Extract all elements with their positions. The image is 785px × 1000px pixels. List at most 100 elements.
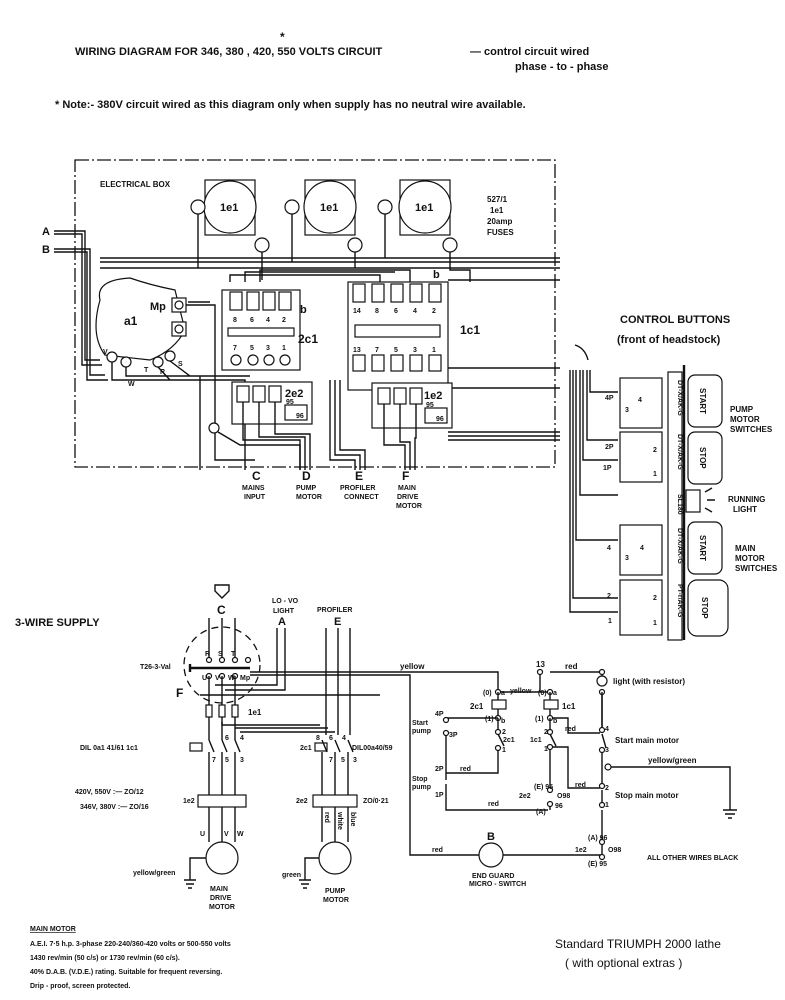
terminal-label: 4: [266, 317, 270, 324]
terminal-label: 5: [341, 757, 345, 764]
start-main-button[interactable]: START: [687, 521, 723, 575]
wire-label: 1: [653, 620, 657, 627]
electrical-box: ELECTRICAL BOX A B 1e1 1e1 1e1 527/1: [42, 159, 560, 510]
label-b: B: [487, 831, 495, 843]
terminal-label: T: [231, 651, 236, 658]
terminal-label: (A): [536, 809, 546, 816]
switch-mp-label: Mp: [150, 301, 166, 313]
profiler-label: PROFILER: [317, 607, 352, 614]
main-motor-icon: [205, 841, 239, 875]
group-label: SWITCHES: [730, 425, 773, 434]
switch-name: T26-3-Val: [140, 664, 171, 671]
contactor-pump-type: DIL00a40/59: [352, 745, 393, 752]
terminal-label: 6: [225, 735, 229, 742]
switch-type-labels: DT-X/AK-G DT-X/AK-G SL180 DT-X/AK-G PT-r…: [676, 380, 683, 618]
subtitle-line2: phase - to - phase: [515, 61, 609, 73]
motor-label: MOTOR: [209, 904, 235, 911]
terminal-label: 1: [432, 347, 436, 354]
subtitle-line1: — control circuit wired: [470, 46, 589, 58]
terminal-label: S: [178, 361, 183, 368]
terminal-label: Mp: [240, 675, 250, 682]
group-label: LIGHT: [733, 505, 757, 514]
terminal-label: 2: [282, 317, 286, 324]
motor-spec-line: A.E.I. 7·5 h.p. 3-phase 220-240/360-420 …: [30, 941, 231, 948]
terminal-label: 13: [353, 347, 361, 354]
start-pump-button[interactable]: START: [687, 374, 723, 428]
wire-label: 2P: [605, 444, 614, 451]
output-label: MOTOR: [296, 494, 322, 501]
power-schematic: 3-WIRE SUPPLY C LO - VO LIGHT A PROFILER…: [15, 584, 470, 911]
switch-type: PT-r/AK-G: [676, 584, 683, 618]
fuse-note: FUSES: [487, 228, 514, 237]
group-label: MAIN: [735, 544, 756, 553]
terminal-label: 3: [413, 347, 417, 354]
coil-label: 1c1: [562, 702, 576, 711]
wire-label: 4: [638, 397, 642, 404]
terminal-label: 2P: [435, 766, 444, 773]
terminal-label: S: [218, 651, 223, 658]
terminal-label: 95: [286, 399, 294, 406]
motor-spec-line: Drip - proof, screen protected.: [30, 983, 130, 990]
electrical-box-title: ELECTRICAL BOX: [100, 180, 171, 189]
switch-label: Stop: [412, 776, 428, 783]
terminal-label: (1): [485, 716, 494, 723]
terminal-label: 1: [282, 345, 286, 352]
contactor-2c1: 8 6 4 2 7 5 3 1: [221, 289, 301, 371]
overload-pump-type: ZO/0·21: [363, 798, 389, 805]
terminal-label: b: [501, 718, 505, 725]
motor-label: MOTOR: [323, 897, 349, 904]
fuse-label: 1e1: [248, 708, 262, 717]
output-label: INPUT: [244, 494, 266, 501]
motor-spec-title: MAIN MOTOR: [30, 926, 76, 933]
switch-label: Start: [412, 720, 429, 727]
terminal-label: (1): [535, 716, 544, 723]
output-e: E PROFILER CONNECT: [340, 469, 379, 501]
wire-color: red: [488, 801, 499, 808]
terminal-label: 1: [502, 747, 506, 754]
terminal-label: 5: [250, 345, 254, 352]
contactor-1c1-b: b: [433, 269, 440, 281]
switch-label: 1c1: [530, 737, 542, 744]
wire-labels: 4P 3 4 2P 2 1P 1 4 3 4 2 2 1 1: [603, 395, 657, 627]
terminal-label: W: [128, 381, 135, 388]
terminal-label: 2: [502, 729, 506, 736]
terminal-label: (0): [538, 690, 547, 697]
wire-color: red: [432, 847, 443, 854]
terminal-label: 5: [225, 757, 229, 764]
overload-label: 1e2: [575, 847, 587, 854]
output-letter: F: [402, 469, 409, 483]
contactor-1c1-label: 1c1: [460, 323, 480, 337]
switch-label: Start main motor: [615, 736, 679, 745]
output-c: C MAINS INPUT: [242, 469, 266, 501]
motor-label: DRIVE: [210, 895, 232, 902]
switch-a1-label: a1: [124, 314, 138, 328]
terminal-label: 3P: [449, 732, 458, 739]
stop-pump-button[interactable]: STOP: [687, 431, 723, 485]
wire-label: 1: [653, 471, 657, 478]
wire-color: red: [575, 782, 586, 789]
wire-label: 4: [607, 545, 611, 552]
header: * WIRING DIAGRAM FOR 346, 380 , 420, 550…: [55, 30, 609, 111]
output-label: DRIVE: [397, 494, 419, 501]
terminal-label: (0): [483, 690, 492, 697]
wire-color: red: [565, 662, 578, 671]
switch-a1: a1 Mp V W T R S: [95, 277, 187, 388]
terminal-label: (A) 96: [588, 835, 608, 842]
fuse-1e1-c: 1e1: [377, 179, 458, 253]
terminal-label: 4: [605, 726, 609, 733]
wire-color: red: [460, 766, 471, 773]
lovo-label: LO - VO: [272, 598, 299, 605]
terminal-label: V: [103, 349, 108, 356]
light-label: light (with resistor): [613, 677, 685, 686]
input-a-label: A: [42, 226, 50, 238]
stop-main-button[interactable]: STOP: [687, 579, 729, 637]
lathe-subtitle: ( with optional extras ): [565, 956, 682, 970]
terminal-label: 7: [375, 347, 379, 354]
terminal-label: 1P: [435, 792, 444, 799]
switch-type: DT-X/AK-G: [676, 380, 683, 416]
label-f: F: [176, 686, 183, 700]
running-light: [685, 487, 715, 513]
fuse-label: 1e1: [320, 202, 338, 214]
switch-label: Stop main motor: [615, 791, 679, 800]
